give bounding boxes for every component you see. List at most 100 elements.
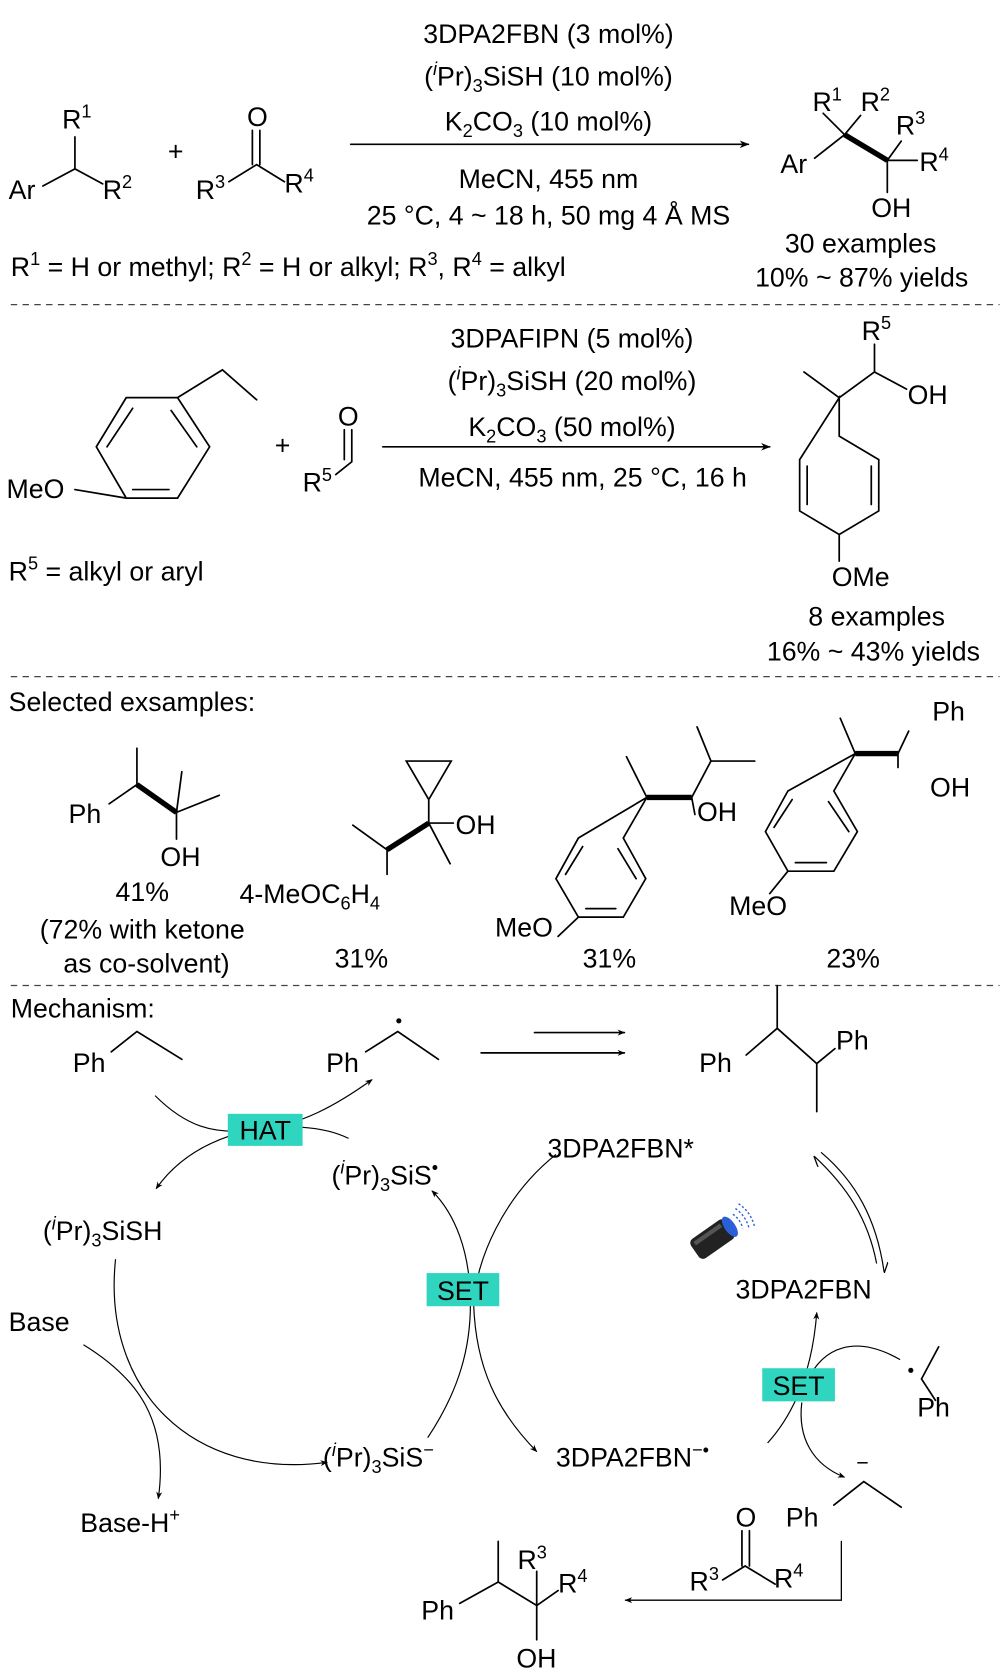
- text-segment: 5: [322, 465, 332, 485]
- arene-substrate: Ar R1​ R2​: [9, 102, 132, 205]
- text-segment: SiS: [382, 1443, 424, 1473]
- example-2: OH 4-MeOC6H4​ 31%: [240, 760, 496, 973]
- radical-dot: [908, 1367, 914, 1373]
- yield-note: (72% with ketone: [40, 915, 245, 945]
- text-segment: Pr): [344, 1160, 380, 1190]
- text-segment: R: [861, 87, 880, 117]
- label-r3: R3​: [896, 108, 925, 141]
- text-segment: K: [445, 106, 463, 136]
- reagent-thiol: (iPr)3SiSH (20 mol%): [448, 363, 697, 400]
- benzylic-radical: Ph: [326, 1018, 440, 1078]
- label-oh: OH: [871, 193, 911, 223]
- text-segment: 30 examples: [785, 228, 937, 258]
- conditions-line1: MeCN, 455 nm: [459, 164, 639, 194]
- text-segment: Base-H: [80, 1508, 169, 1538]
- label-r4: R4​: [774, 1561, 803, 1594]
- text-segment: (72% with ketone: [40, 915, 245, 945]
- text-segment: as co-solvent): [63, 949, 229, 979]
- text-segment: 31%: [335, 943, 388, 973]
- benzylic-anion: − Ph: [786, 1451, 903, 1532]
- label-r2: R2​: [103, 172, 132, 205]
- yield: 41%: [116, 877, 169, 907]
- dimer-byproduct: Ph Ph: [699, 984, 869, 1113]
- text-segment: SiSH: [102, 1216, 163, 1246]
- text-segment: = H or methyl; R: [40, 252, 241, 282]
- reagent-thiol: (iPr)3SiSH (10 mol%): [424, 59, 673, 96]
- radical-dot: [396, 1018, 402, 1024]
- product-general: R1​ R2​ R3​ R4​ Ar OH: [780, 84, 948, 223]
- text-segment: O: [247, 102, 268, 132]
- set-box: [426, 1273, 500, 1307]
- text-segment: 3DPA2FBN*: [547, 1134, 694, 1164]
- ethylanisole: MeO: [7, 368, 258, 504]
- section-title: Mechanism:: [11, 994, 155, 1024]
- example-4: Ph OH MeO 23%: [729, 696, 970, 973]
- thiyl-radical: (iPr)3SiS•​: [331, 1158, 438, 1195]
- reagent-base: K2CO3 (10 mol%): [445, 106, 652, 140]
- text-segment: Ph: [73, 1048, 106, 1078]
- text-segment: OH: [697, 797, 737, 827]
- label-o: O: [338, 401, 359, 431]
- text-segment: 3DPA2FBN: [556, 1443, 692, 1473]
- text-segment: 4: [939, 144, 949, 164]
- text-segment: 3: [427, 249, 437, 269]
- label-meo: MeO: [7, 474, 65, 504]
- text-segment: 5: [881, 313, 891, 333]
- text-segment: 3: [513, 121, 523, 141]
- yield: 31%: [583, 943, 636, 973]
- selected-examples: Selected exsamples: Ph OH 41% (72% with …: [9, 687, 970, 979]
- text-segment: •: [432, 1158, 438, 1178]
- text-segment: (: [331, 1160, 340, 1190]
- addition-arrow: [624, 1540, 842, 1604]
- text-segment: Selected exsamples:: [9, 687, 256, 717]
- text-segment: Pr): [336, 1443, 372, 1473]
- ethylbenzene: Ph: [73, 1030, 183, 1078]
- conditions-line2: 25 °C, 4 ~ 18 h, 50 mg 4 Å MS: [367, 199, 730, 230]
- label-oh: OH: [697, 797, 737, 827]
- thiolate-oxidation-arc: [427, 1190, 472, 1439]
- text-segment: Ar: [780, 149, 807, 179]
- text-segment: 5: [28, 554, 38, 574]
- text-segment: Ph: [69, 799, 102, 829]
- examples-count: 8 examples: [808, 601, 945, 631]
- yield: 31%: [335, 943, 388, 973]
- text-segment: 2: [463, 121, 473, 141]
- text-segment: 23%: [826, 943, 879, 973]
- text-segment: Pr): [461, 366, 497, 396]
- text-segment: HAT: [239, 1115, 290, 1145]
- text-segment: 1: [81, 102, 91, 122]
- text-segment: 3: [496, 381, 506, 401]
- label-r1: R1​: [62, 102, 91, 135]
- set-label: SET: [437, 1276, 489, 1306]
- text-segment: R: [862, 316, 881, 346]
- text-segment: 3: [915, 108, 925, 128]
- label-ph: Ph: [421, 1595, 454, 1625]
- alcohol-product: Ph R3​ R4​ OH: [421, 1540, 587, 1674]
- example-3: OH MeO 31%: [495, 726, 756, 973]
- text-segment: (: [424, 62, 433, 92]
- text-segment: MeCN, 455 nm: [459, 164, 639, 194]
- label-r4: R4​: [284, 166, 313, 199]
- text-segment: R: [812, 87, 831, 117]
- text-segment: R: [9, 556, 28, 586]
- label-oh: OH: [455, 810, 495, 840]
- text-segment: i: [433, 59, 438, 79]
- label-ph: Ph: [917, 1392, 950, 1422]
- substituent-definition: R1 = H or methyl; R2 = H or alkyl; R3, R…: [11, 249, 566, 282]
- deprotonation-arc: [113, 1259, 328, 1467]
- substituent-definition: R5 = alkyl or aryl: [9, 554, 204, 587]
- text-segment: 2: [241, 249, 251, 269]
- text-segment: 3: [473, 76, 483, 96]
- text-segment: O: [736, 1502, 757, 1532]
- text-segment: 2: [880, 84, 890, 104]
- text-segment: Ph: [699, 1048, 732, 1078]
- text-segment: R: [303, 468, 322, 498]
- thiol: (iPr)3SiSH: [43, 1213, 163, 1250]
- reagent-base: K2CO3 (50 mol%): [468, 412, 675, 446]
- plus-sign: +: [168, 136, 184, 166]
- label-r1: R1​: [812, 84, 841, 117]
- label-ome: OMe: [832, 562, 890, 592]
- text-segment: Pr): [437, 62, 473, 92]
- text-segment: OH: [516, 1644, 556, 1674]
- label-oh: OH: [930, 772, 970, 802]
